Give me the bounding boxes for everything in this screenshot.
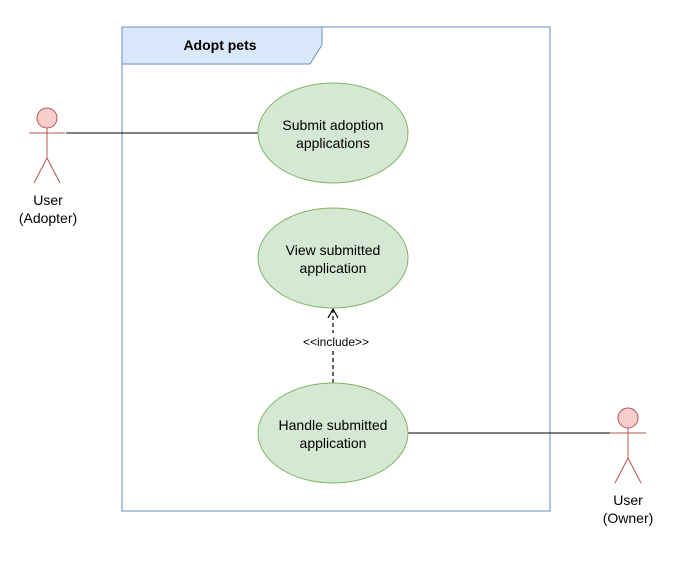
include-arrowhead — [327, 307, 339, 319]
usecase-label-line1: Handle submitted — [279, 417, 388, 433]
usecase-label-line1: View submitted — [286, 242, 381, 258]
usecase-label-line2: application — [300, 260, 367, 276]
stick-figure-icon — [29, 107, 65, 184]
usecase-ellipse — [257, 82, 409, 184]
usecase-ellipse — [257, 382, 409, 484]
usecase-label-line1: Submit adoption — [282, 117, 383, 133]
usecase-label-line2: application — [300, 435, 367, 451]
actor-label-line1: User — [33, 192, 63, 208]
actor-label-line1: User — [613, 492, 643, 508]
include-label-bg — [297, 333, 375, 350]
usecase-submit-adoption: Submit adoption applications — [257, 82, 409, 184]
include-relation: <<include>> — [297, 307, 375, 383]
usecase-view-submitted: View submitted application — [257, 207, 409, 309]
usecase-label-line2: applications — [296, 135, 370, 151]
include-label: <<include>> — [303, 335, 369, 349]
system-title: Adopt pets — [183, 37, 256, 53]
actor-owner: User (Owner) — [603, 407, 654, 526]
usecase-handle-submitted: Handle submitted application — [257, 382, 409, 484]
stick-figure-icon — [610, 407, 646, 484]
actor-label-line2: (Owner) — [603, 510, 654, 526]
system-frame-tab — [121, 26, 323, 65]
actor-label-line2: (Adopter) — [19, 210, 77, 226]
actor-adopter: User (Adopter) — [19, 107, 77, 226]
usecase-ellipse — [257, 207, 409, 309]
